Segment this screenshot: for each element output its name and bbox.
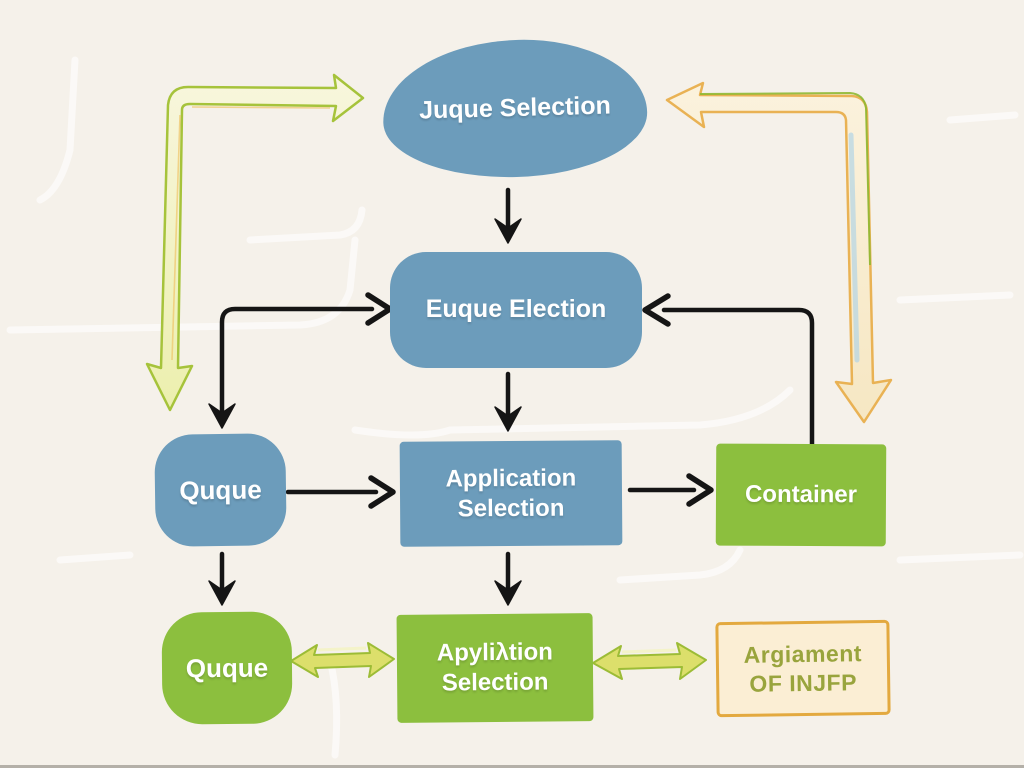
node-quque-green-label: Quque [185,652,269,684]
node-application-selection: Application Selection [399,440,623,547]
node-container: Container [715,443,887,547]
arrow-ellipse-to-election [494,187,522,244]
node-quque-blue-label: Quque [179,474,262,506]
node-queue-election: Euque Election [390,252,642,368]
double-arrow-quque-appselection2 [290,642,395,678]
arrow-appselection-to-container [627,473,714,507]
node-argument-note: Argiament OF INJFP [715,619,891,718]
node-queue-selection-label: Juque Selection [418,91,612,125]
big-right-elbow-arrow [665,81,893,424]
double-arrow-appselection2-argument [592,642,707,680]
node-application-selection-label: Application Selection [445,464,577,522]
node-application-selection-2: Apyliλtion Selection [396,613,594,723]
arrow-election-to-appselection [494,371,522,432]
argument-note-line1: Argiament [743,639,863,668]
elbow-arrow-container-election [642,293,815,447]
node-queue-election-label: Euque Election [425,295,607,324]
node-application-selection-2-label: Apyliλtion Selection [436,638,553,697]
argument-note-line2: OF INJFP [749,668,858,697]
elbow-arrow-quque-election [208,292,393,429]
arrow-quque-to-quque-green [208,551,236,606]
arrow-quque-to-appselection [285,475,396,509]
node-quque-green: Quque [161,611,293,725]
big-left-elbow-arrow [145,73,365,412]
node-quque-blue: Quque [154,433,287,547]
arrow-appselection-to-appselection2 [494,551,522,606]
node-container-label: Container [744,480,858,509]
